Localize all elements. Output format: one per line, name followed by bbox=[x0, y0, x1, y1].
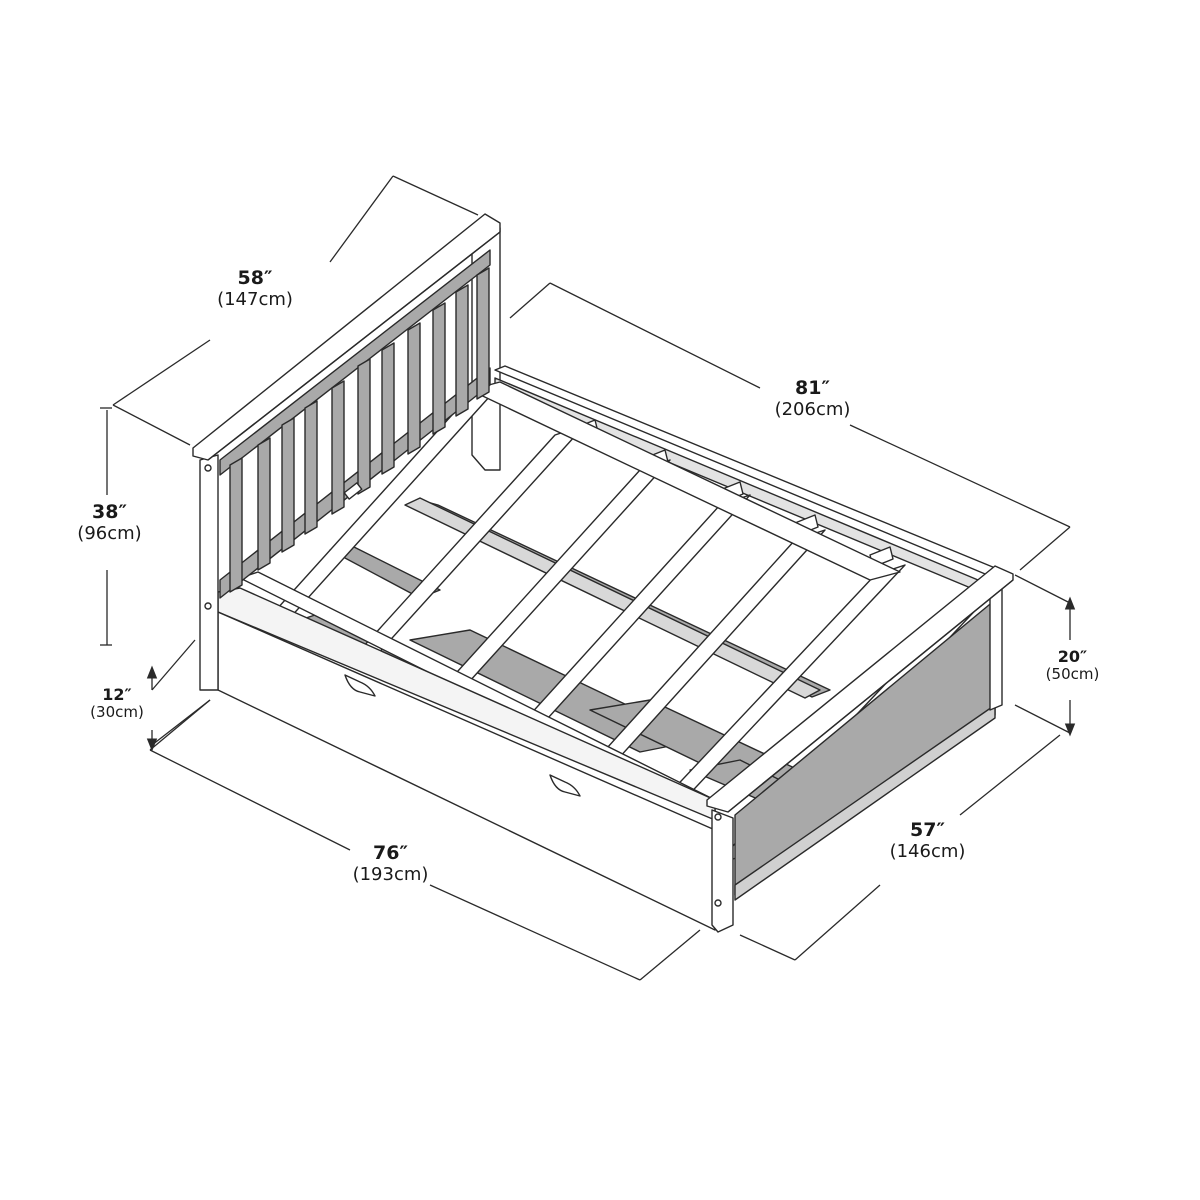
drawer-handle-right bbox=[549, 774, 581, 797]
footboard-width-metric: (146cm) bbox=[889, 840, 966, 862]
footboard-front-leg bbox=[711, 809, 734, 933]
headboard-width-label: 58″ (147cm) bbox=[205, 267, 305, 311]
trundle-clearance-metric: (30cm) bbox=[90, 703, 144, 722]
bolt-hole bbox=[204, 602, 212, 610]
headboard-height-imperial: 38″ bbox=[92, 501, 127, 523]
dimension-lines bbox=[100, 175, 1076, 981]
headboard-upper-rail bbox=[219, 249, 491, 476]
side-rail-far bbox=[494, 365, 1001, 577]
trundle-clearance-label: 12″ (30cm) bbox=[78, 685, 156, 722]
footboard-lower-rail bbox=[734, 704, 996, 901]
bed-illustration bbox=[192, 213, 1014, 933]
headboard-height-metric: (96cm) bbox=[77, 522, 142, 544]
footboard-rear-leg bbox=[989, 584, 1003, 711]
headboard-label-plate bbox=[343, 482, 363, 500]
bolt-hole bbox=[714, 813, 722, 821]
bed-length-top-imperial: 81″ bbox=[795, 377, 830, 399]
headboard-width-imperial: 58″ bbox=[237, 267, 273, 289]
trundle-clearance-imperial: 12″ bbox=[102, 685, 132, 704]
footboard-height-imperial: 20″ bbox=[1057, 647, 1088, 666]
bed-length-bottom-metric: (193cm) bbox=[352, 863, 429, 885]
drawer-handle-left bbox=[344, 674, 376, 697]
bolt-hole bbox=[714, 899, 722, 907]
footboard-width-label: 57″ (146cm) bbox=[875, 819, 980, 863]
bed-length-bottom-label: 76″ (193cm) bbox=[338, 842, 443, 886]
headboard-height-label: 38″ (96cm) bbox=[62, 501, 157, 545]
footboard-height-metric: (50cm) bbox=[1045, 665, 1100, 684]
bolt-hole bbox=[204, 464, 212, 472]
footboard-height-label: 20″ (50cm) bbox=[1035, 647, 1110, 684]
bed-length-top-metric: (206cm) bbox=[774, 398, 851, 420]
bed-length-top-label: 81″ (206cm) bbox=[760, 377, 865, 421]
headboard-width-metric: (147cm) bbox=[217, 288, 293, 310]
footboard-width-imperial: 57″ bbox=[910, 819, 945, 841]
bed-length-bottom-imperial: 76″ bbox=[373, 842, 408, 864]
headboard-front-leg bbox=[199, 454, 219, 691]
headboard-spindles bbox=[229, 267, 490, 593]
